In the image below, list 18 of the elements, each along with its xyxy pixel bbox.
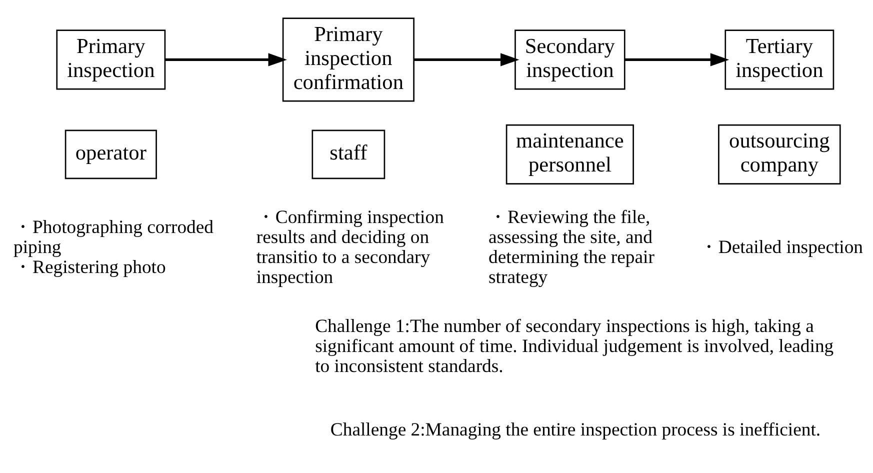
node-label: ・Confirming inspection results and deciding on transitio to a secondary inspection [256,206,444,288]
node-box: Secondary inspection [514,30,626,90]
node-box: Primary inspection [56,30,166,90]
node-box: outsourcing company [718,124,841,184]
arrow [414,53,520,66]
arrow [624,53,730,66]
node-box: staff [312,130,386,180]
node-label: ・Reviewing the file, assessing the site, and determining the repair strategy [488,206,654,288]
label: Challenge 1:The number of secondary inspections is high, taking a significant amount of time. Individual judgement is involved, leading to inconsistent standards. [315,316,834,378]
node-label: ・Photographing corroded piping [14,216,214,258]
node-box: maintenance personnel [506,124,634,184]
node-box: Tertiary inspection [724,30,834,90]
node-label: ・Detailed inspection [699,236,864,258]
node-box: operator [64,130,157,180]
label: Challenge 2:Managing the entire inspection process is inefficient. [330,420,821,441]
node-box: Primary inspection confirmation [282,18,414,102]
arrow [165,53,287,66]
node-label: ・Registering photo [14,256,166,278]
